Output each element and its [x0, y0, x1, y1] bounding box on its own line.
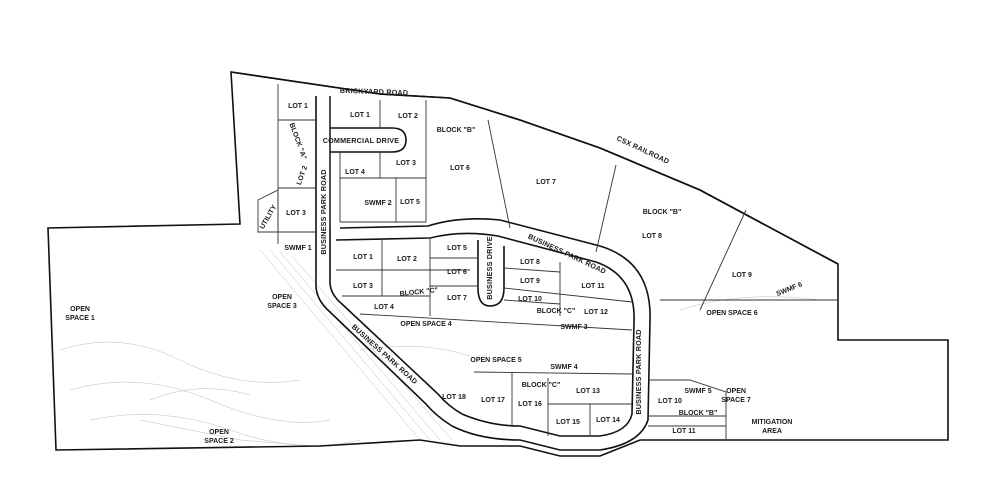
block-c-lots — [336, 238, 838, 436]
business-park-road-west-label: BUSINESS PARK ROAD — [319, 169, 328, 254]
business-drive-road — [477, 240, 505, 307]
open-space-5-label: OPEN SPACE 5 — [470, 357, 521, 364]
block-c-lot12: LOT 12 — [584, 309, 608, 316]
commercial-drive-label: COMMERCIAL DRIVE — [323, 136, 400, 145]
block-c-label-upper: BLOCK "C" — [399, 287, 438, 298]
swmf1-label: SWMF 1 — [284, 245, 311, 252]
block-b-lot7: LOT 7 — [536, 179, 556, 186]
block-b-lot5: LOT 5 — [400, 199, 420, 206]
business-drive-label: BUSINESS DRIVE — [485, 236, 494, 300]
open-space-1-line1: OPEN — [70, 306, 90, 313]
block-c-lot18: LOT 18 — [442, 394, 466, 401]
block-c-lot9: LOT 9 — [520, 278, 540, 285]
swmf2-label: SWMF 2 — [364, 200, 391, 207]
block-c-lot10: LOT 10 — [518, 296, 542, 303]
open-space-1-line2: SPACE 1 — [65, 315, 95, 322]
block-c-lot11: LOT 11 — [581, 283, 604, 290]
block-c-lot14: LOT 14 — [596, 417, 620, 424]
block-a-label: BLOCK "A" — [288, 122, 308, 161]
block-b-south-lots — [648, 379, 727, 440]
open-space-7-label-line1: OPEN — [726, 388, 746, 395]
block-b-lot8: LOT 8 — [642, 233, 662, 240]
block-a-lot2: LOT 2 — [296, 165, 309, 186]
block-c-lot17: LOT 17 — [481, 397, 505, 404]
block-c-lot8: LOT 8 — [520, 259, 540, 266]
open-space-3-line1: OPEN — [272, 294, 292, 301]
csx-railroad-label: CSX RAILROAD — [615, 134, 671, 166]
block-b-west-label: BLOCK "B" — [437, 127, 476, 134]
mitigation-area-label-line2: AREA — [762, 428, 782, 435]
block-b-south-label: BLOCK "B" — [679, 410, 718, 417]
open-space-2-line1: OPEN — [209, 429, 229, 436]
block-b-lot9: LOT 9 — [732, 272, 752, 279]
block-c-lot13: LOT 13 — [576, 388, 600, 395]
business-park-road-loop-inner — [335, 232, 635, 437]
business-park-road-loop-outer — [339, 218, 651, 451]
block-b-lot1: LOT 1 — [350, 112, 370, 119]
open-space-2-line2: SPACE 2 — [204, 438, 234, 445]
utility-label: UTILITY — [259, 204, 278, 231]
brickyard-road-label: BRICKYARD ROAD — [340, 86, 409, 97]
block-c-lot2: LOT 2 — [397, 256, 417, 263]
block-b-lot10: LOT 10 — [658, 398, 682, 405]
open-space-4-label: OPEN SPACE 4 — [400, 321, 451, 328]
terrain-hatching — [59, 249, 821, 446]
swmf5-label: SWMF 5 — [684, 388, 711, 395]
block-c-lot15: LOT 15 — [556, 419, 580, 426]
business-park-road-west-edge — [315, 96, 453, 427]
swmf6-label: SWMF 6 — [776, 281, 804, 298]
block-c-label-lower: BLOCK "C" — [522, 382, 561, 389]
block-c-lot1: LOT 1 — [353, 254, 373, 261]
block-b-lot3: LOT 3 — [396, 160, 416, 167]
block-b-east-label: BLOCK "B" — [643, 209, 682, 216]
open-space-6-label: OPEN SPACE 6 — [706, 310, 757, 317]
open-space-7-label-line2: SPACE 7 — [721, 397, 751, 404]
block-b-lot2: LOT 2 — [398, 113, 418, 120]
commercial-drive-road — [330, 127, 407, 153]
business-park-road-south-label: BUSINESS PARK ROAD — [350, 322, 419, 386]
mitigation-area-label-line1: MITIGATION — [752, 419, 793, 426]
csx-railroad-line — [230, 71, 839, 265]
business-park-road-west-edge-inner — [329, 96, 463, 415]
swmf4-label: SWMF 4 — [550, 364, 577, 371]
block-b-lot6: LOT 6 — [450, 165, 470, 172]
block-c-lot4: LOT 4 — [374, 304, 394, 311]
block-c-lot3: LOT 3 — [353, 283, 373, 290]
swmf3-label: SWMF 3 — [560, 324, 587, 331]
block-c-lot6: LOT 6 — [447, 269, 467, 276]
block-b-lot4: LOT 4 — [345, 169, 365, 176]
block-c-lot7: LOT 7 — [447, 295, 467, 302]
block-a-lot1: LOT 1 — [288, 103, 308, 110]
block-c-label-mid: BLOCK "C" — [537, 308, 576, 315]
business-park-road-east-label: BUSINESS PARK ROAD — [634, 329, 643, 414]
block-c-lot5: LOT 5 — [447, 245, 467, 252]
block-a-lots — [257, 84, 316, 244]
block-b-lot11: LOT 11 — [672, 428, 695, 435]
block-b-west-lots — [329, 96, 747, 311]
block-a-lot3: LOT 3 — [286, 210, 306, 217]
block-c-lot16: LOT 16 — [518, 401, 542, 408]
open-space-3-line2: SPACE 3 — [267, 303, 297, 310]
